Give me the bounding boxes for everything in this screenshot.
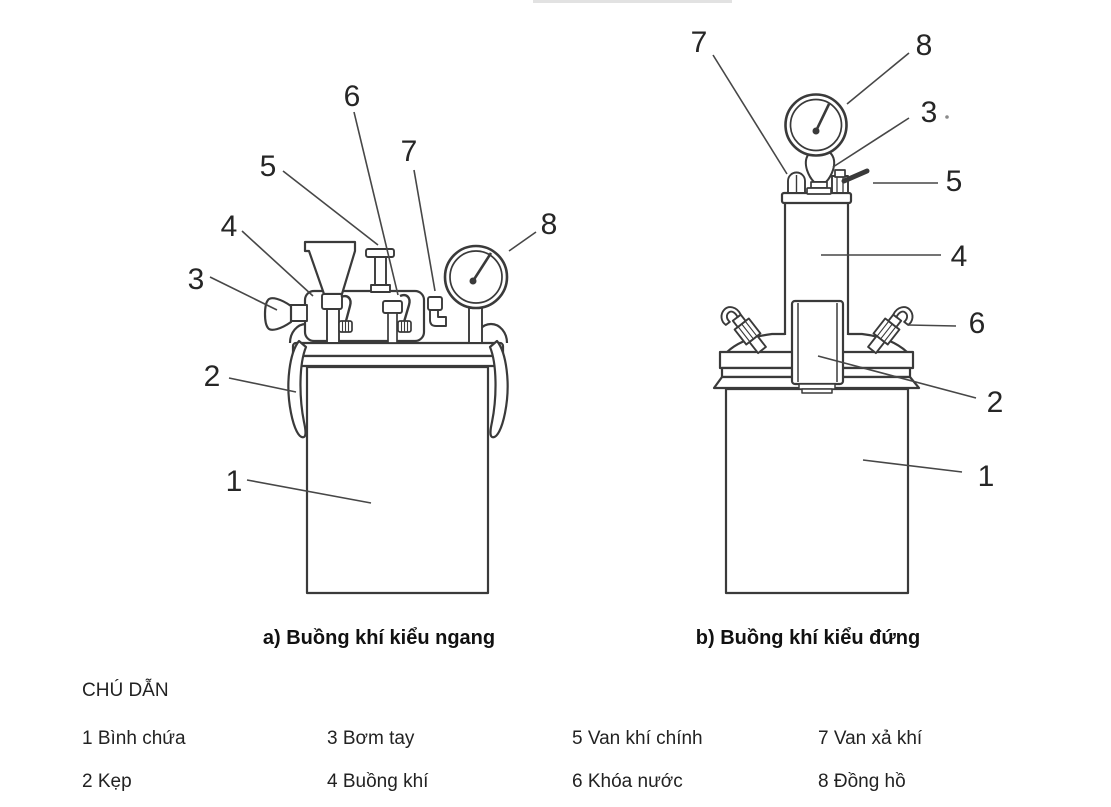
- leader-b-1: [862, 459, 963, 473]
- container-a: [305, 365, 490, 595]
- legend-item-6: 6 Khóa nước: [572, 771, 683, 792]
- lever-left: [340, 294, 352, 322]
- callout-a-4: 4: [221, 210, 238, 243]
- lid-band-1-a: [291, 341, 505, 358]
- legend-item-7: 7 Van xả khí: [818, 728, 923, 749]
- figure-b-drawing: [712, 93, 921, 595]
- t-valve-base: [370, 284, 391, 293]
- knob-left-hatch: [341, 321, 350, 332]
- callout-a-6: 6: [344, 80, 361, 113]
- leader-a-4: [241, 230, 314, 297]
- container-b: [724, 387, 910, 595]
- callout-numbers-b: 1 2 3 4 5 6 7 8: [691, 26, 1004, 493]
- funnel-cup: [303, 240, 357, 296]
- callout-a-8: 8: [541, 208, 558, 241]
- leader-b-7: [712, 54, 788, 175]
- callout-numbers-a: 1 2 3 4 5 6 7 8: [188, 80, 558, 498]
- funnel-collar: [321, 293, 343, 310]
- leader-b-3: [832, 117, 910, 168]
- pump-flange: [806, 187, 832, 195]
- release-valve-cap: [427, 296, 443, 311]
- leader-a-8: [508, 231, 537, 252]
- t-valve-stem: [374, 256, 387, 286]
- leader-b-2: [817, 355, 977, 399]
- legend-item-1: 1 Bình chứa: [82, 728, 186, 749]
- callout-b-7: 7: [691, 26, 708, 59]
- callout-a-7: 7: [401, 135, 418, 168]
- figure-a-caption: a) Buồng khí kiểu ngang: [262, 627, 496, 649]
- release-valve-pipe: [429, 309, 447, 327]
- callout-b-5: 5: [946, 165, 963, 198]
- callout-b-6: 6: [969, 307, 986, 340]
- clamp-right-a: [488, 339, 509, 439]
- leader-a-5: [282, 170, 379, 246]
- figure-a-drawing: [263, 240, 509, 595]
- gauge-inner-b: [789, 98, 843, 152]
- knob-center-hatch: [400, 321, 409, 332]
- stray-dot: [945, 115, 949, 119]
- main-valve-handle: [841, 168, 870, 184]
- legend-title: CHÚ DẪN: [82, 680, 169, 701]
- gauge-stem-a: [468, 307, 483, 344]
- callout-b-3: 3: [921, 96, 938, 129]
- callout-a-5: 5: [260, 150, 277, 183]
- callout-b-8: 8: [916, 29, 933, 62]
- callout-b-4: 4: [951, 240, 968, 273]
- legend-item-4: 4 Buồng khí: [327, 771, 429, 792]
- clamp-left-a: [287, 339, 308, 439]
- leader-a-3: [209, 276, 278, 311]
- callout-a-1: 1: [226, 465, 243, 498]
- leader-b-8: [846, 52, 910, 105]
- callout-a-3: 3: [188, 263, 205, 296]
- water-faucet-left: [720, 306, 767, 355]
- leader-a-1: [246, 479, 372, 504]
- leader-a-7: [413, 169, 436, 292]
- legend-item-3: 3 Bơm tay: [327, 728, 415, 749]
- figure-b-caption: b) Buồng khí kiểu đứng: [695, 627, 921, 649]
- clamp-foot-2: [801, 388, 833, 394]
- legend-item-8: 8 Đồng hồ: [818, 771, 906, 792]
- callout-a-2: 2: [204, 360, 221, 393]
- t-valve-cap: [365, 248, 395, 258]
- air-chamber-diagram: 1 2 3 4 5 6 7 8 1 2 3 4 5 6 7 8: [188, 26, 1004, 595]
- legend-item-5: 5 Van khí chính: [572, 728, 703, 749]
- legend-item-2: 2 Kẹp: [82, 771, 132, 792]
- clamp-b: [790, 299, 845, 386]
- leader-a-6: [353, 111, 399, 296]
- lever-center: [399, 293, 411, 323]
- hand-pump-horn: [263, 297, 293, 331]
- gauge-inner-a: [449, 250, 503, 304]
- callout-b-1: 1: [978, 460, 995, 493]
- leader-lines: [209, 52, 977, 504]
- funnel-stem: [326, 308, 340, 344]
- gauge-outer-b: [784, 93, 848, 157]
- water-faucet-right: [867, 306, 914, 355]
- pump-neck: [810, 181, 828, 189]
- gauge-needle-b: [814, 103, 831, 132]
- leader-b-6: [907, 324, 957, 327]
- leader-a-2: [228, 377, 297, 393]
- water-lock-nut: [382, 300, 403, 314]
- water-lock-stem: [387, 312, 398, 344]
- pump-stub: [289, 304, 308, 322]
- callout-b-2: 2: [987, 386, 1004, 419]
- gauge-needle-a: [471, 252, 493, 282]
- main-valve-nut: [834, 169, 846, 178]
- lid-band-2-a: [295, 354, 501, 368]
- page-top-rule: [533, 0, 732, 3]
